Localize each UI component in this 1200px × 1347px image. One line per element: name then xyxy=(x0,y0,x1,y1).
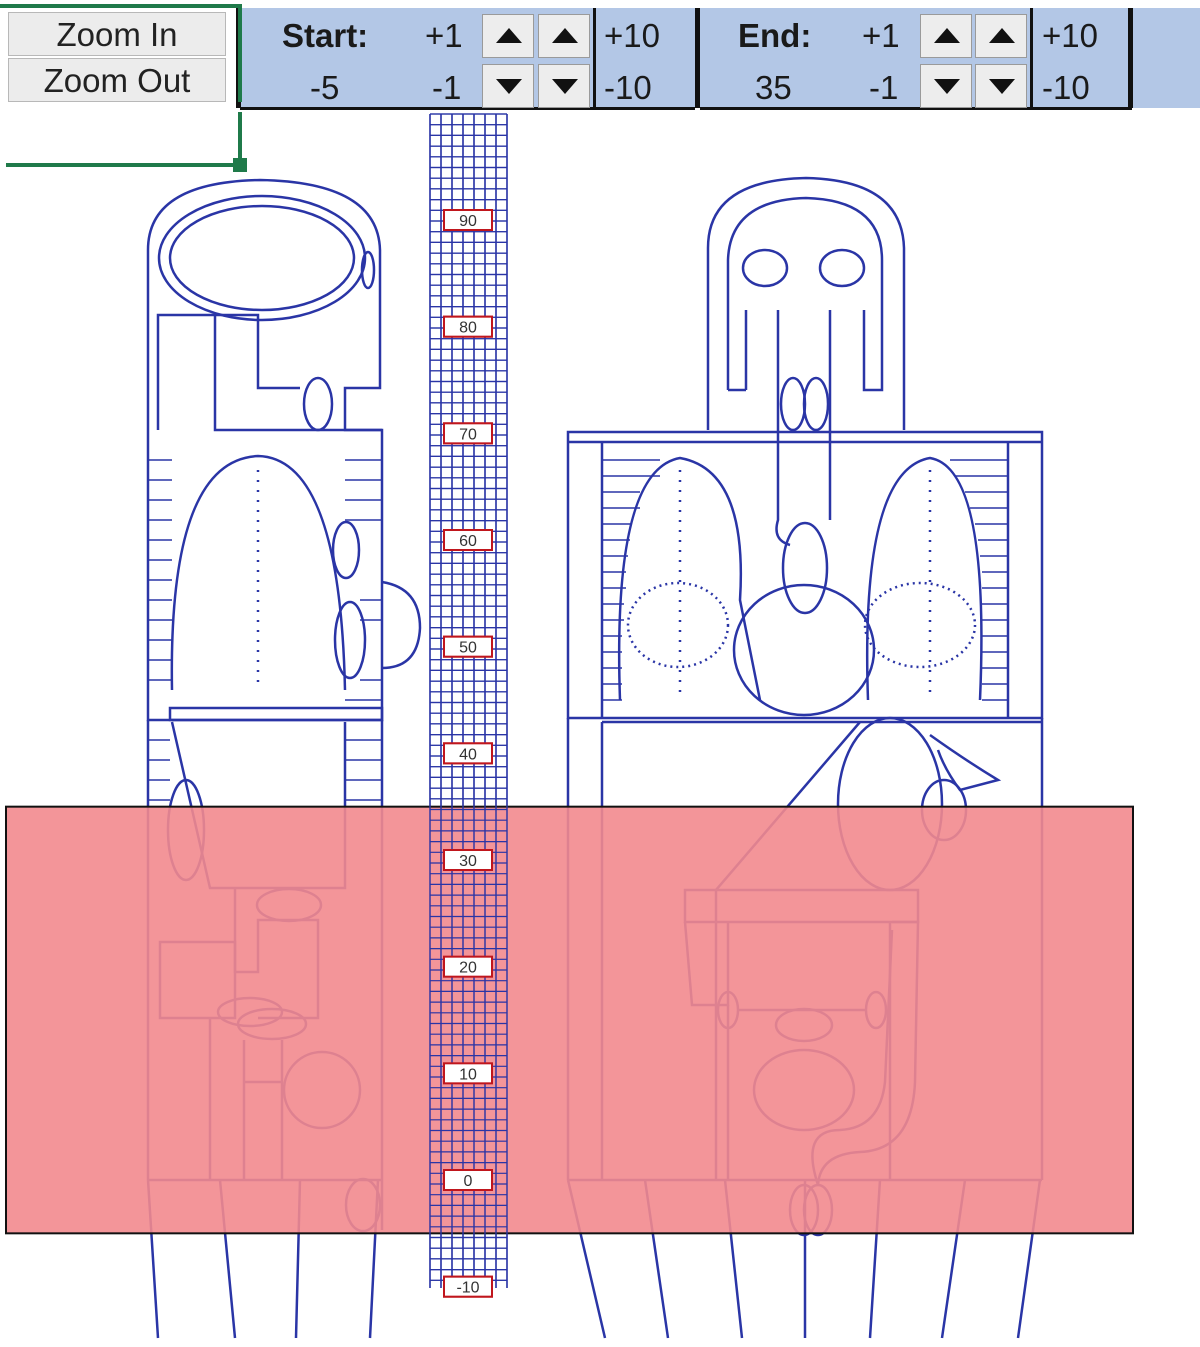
divider xyxy=(1030,8,1033,108)
start-plus10-button[interactable] xyxy=(538,14,590,58)
divider xyxy=(700,107,1132,110)
triangle-up-icon xyxy=(989,28,1015,43)
triangle-down-icon xyxy=(496,79,522,94)
start-label: Start: xyxy=(282,17,369,54)
selection-range-overlay[interactable] xyxy=(5,805,1134,1235)
triangle-up-icon xyxy=(934,28,960,43)
cell-cursor xyxy=(0,4,247,172)
end-label: End: xyxy=(738,17,812,54)
divider xyxy=(695,8,700,108)
end-plus10-button[interactable] xyxy=(975,14,1027,58)
end-minus10-button[interactable] xyxy=(975,64,1027,108)
start-plus1-button[interactable] xyxy=(482,14,534,58)
divider xyxy=(593,8,596,108)
start-plus10-label: +10 xyxy=(604,17,660,54)
range-control-panel xyxy=(240,8,1200,108)
end-plus1-button[interactable] xyxy=(920,14,972,58)
start-value: -5 xyxy=(310,69,340,106)
end-minus10-label: -10 xyxy=(1042,69,1090,106)
triangle-down-icon xyxy=(934,79,960,94)
triangle-down-icon xyxy=(989,79,1015,94)
end-value: 35 xyxy=(755,69,792,106)
end-plus10-label: +10 xyxy=(1042,17,1098,54)
divider xyxy=(1128,8,1133,108)
end-minus1-button[interactable] xyxy=(920,64,972,108)
zoom-in-button[interactable]: Zoom In xyxy=(8,12,226,56)
triangle-up-icon xyxy=(552,28,578,43)
start-minus10-label: -10 xyxy=(604,69,652,106)
zoom-out-button[interactable]: Zoom Out xyxy=(8,58,226,102)
start-minus1-button[interactable] xyxy=(482,64,534,108)
start-plus1-label: +1 xyxy=(425,17,463,54)
end-minus1-label: -1 xyxy=(869,69,899,106)
divider xyxy=(240,107,695,110)
start-minus10-button[interactable] xyxy=(538,64,590,108)
triangle-up-icon xyxy=(496,28,522,43)
end-plus1-label: +1 xyxy=(862,17,900,54)
toolbar: Zoom In Zoom Out Start: -5 +1 -1 +10 -10… xyxy=(0,0,1200,112)
triangle-down-icon xyxy=(552,79,578,94)
ruler-overlay xyxy=(429,113,508,1298)
start-minus1-label: -1 xyxy=(432,69,462,106)
